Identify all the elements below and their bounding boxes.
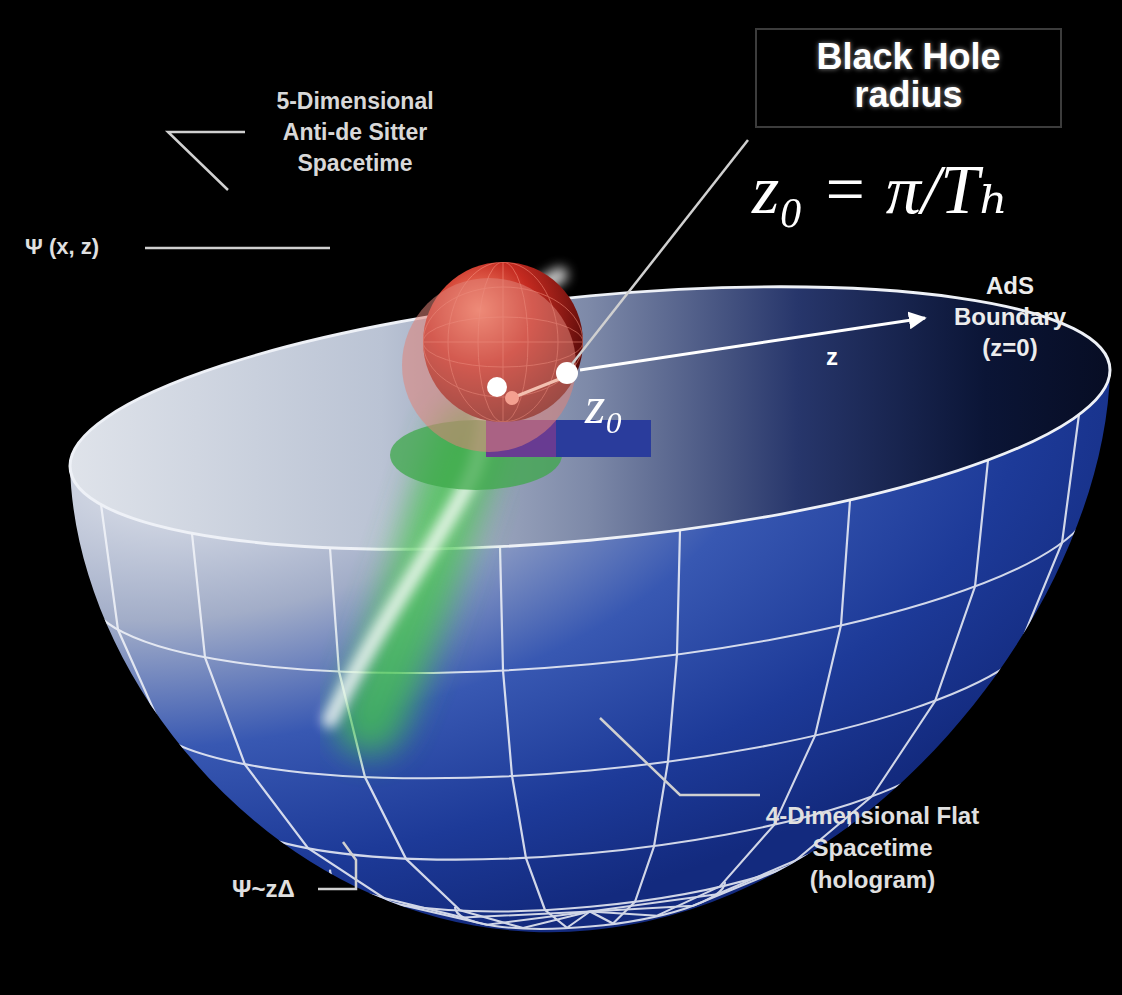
grid-line xyxy=(590,500,850,922)
scaling-label: Ψ~zΔ xyxy=(232,875,295,903)
leader-line xyxy=(600,718,760,795)
formula-label: z₀ = π/Tₕ xyxy=(752,150,1010,231)
leader-line xyxy=(572,140,748,364)
grid-line xyxy=(140,623,1040,812)
center-dot xyxy=(505,391,519,405)
wavefunction-label: Ψ (x, z) xyxy=(25,234,99,259)
white-dot xyxy=(556,362,578,384)
grid-line xyxy=(590,530,680,926)
z-axis-arrow xyxy=(580,318,925,370)
region-label: 5-Dimensional Anti-de Sitter Spacetime xyxy=(255,86,455,179)
radius-line xyxy=(512,378,562,398)
hologram-label: 4-Dimensional Flat Spacetime (hologram) xyxy=(765,800,980,896)
radius-symbol: z₀ xyxy=(585,376,623,436)
horizon-overlay xyxy=(402,278,576,452)
grid-line xyxy=(500,538,590,934)
callout-text: Black Hole radius xyxy=(769,38,1048,114)
white-dot xyxy=(487,377,507,397)
leader-line xyxy=(318,842,356,889)
callout-box: Black Hole radius xyxy=(755,28,1062,128)
hemisphere xyxy=(70,248,1110,978)
axis-label: z xyxy=(826,343,838,371)
grid-line xyxy=(330,822,850,931)
leader-line xyxy=(145,247,330,250)
inner-surface xyxy=(70,248,1110,588)
boundary-label: AdS Boundary (z=0) xyxy=(935,270,1085,363)
leader-line xyxy=(168,132,245,190)
